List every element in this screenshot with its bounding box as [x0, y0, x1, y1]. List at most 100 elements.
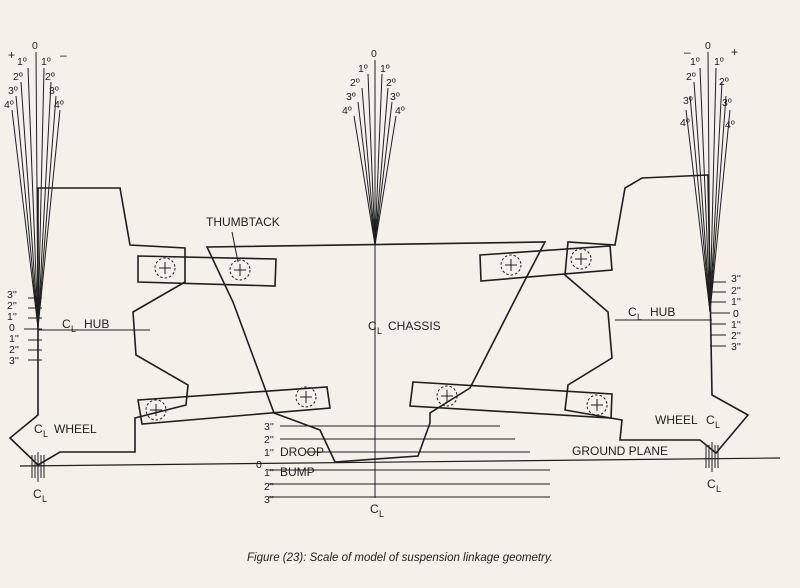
right-hub-up-2: 2'' [731, 285, 741, 297]
center-camber-r3: 3º [390, 91, 400, 103]
travel-zero: 0 [256, 459, 262, 471]
svg-text:C: C [707, 477, 716, 491]
left-hub-dn-2: 2'' [9, 344, 19, 356]
right-camber-r3: 3º [722, 97, 732, 109]
svg-text:HUB: HUB [650, 305, 675, 319]
ground-plane-line [19, 457, 781, 467]
pivot-right-upper-outer [570, 248, 592, 270]
left-hub-label: C L HUB [62, 317, 109, 334]
svg-text:L: L [637, 312, 642, 322]
right-hub-dn-1: 1'' [731, 319, 741, 331]
left-upper-link [137, 255, 277, 287]
left-lower-link [137, 386, 331, 425]
bump-2: 2'' [264, 481, 274, 493]
left-camber-fan [11, 51, 61, 329]
svg-text:L: L [42, 494, 47, 504]
left-hub-up-1: 1'' [7, 311, 17, 323]
svg-text:C: C [33, 487, 42, 501]
thumbtack-leader [231, 231, 239, 263]
center-camber-l2: 2º [350, 77, 360, 89]
left-camber-plus: + [8, 48, 15, 62]
right-hub-up-1: 1'' [731, 296, 741, 308]
left-wheel-center-ticks [31, 452, 45, 482]
right-camber-l2: 2º [686, 71, 696, 83]
pivot-left-upper-inner [229, 259, 251, 281]
left-wheel-label: C L WHEEL [34, 422, 97, 439]
bump-1: 1'' [264, 467, 274, 479]
right-camber-r1: 1º [714, 56, 724, 68]
left-camber-neg-1: 1º [17, 56, 27, 68]
svg-text:L: L [379, 509, 384, 519]
svg-text:C: C [370, 502, 379, 516]
center-camber-fan [353, 60, 397, 246]
right-hub-zero: 0 [733, 308, 739, 320]
bottom-cl-label: C L [370, 502, 384, 519]
droop-3: 3'' [264, 421, 274, 433]
right-lower-link [409, 381, 613, 419]
right-camber-plus: + [731, 45, 738, 59]
right-hub-dn-2: 2'' [731, 330, 741, 342]
center-camber-l3: 3º [346, 91, 356, 103]
chassis-cl-label: C L CHASSIS [368, 319, 441, 336]
chassis-label: CHASSIS [388, 319, 441, 333]
left-camber-pos-1: 1º [41, 56, 51, 68]
right-hub-up-3: 3'' [731, 273, 741, 285]
svg-text:C: C [62, 317, 71, 331]
left-camber-neg-4: 4º [4, 99, 14, 111]
right-camber-l4: 4º [680, 117, 690, 129]
center-camber-l1: 1º [358, 63, 368, 75]
left-camber-pos-2: 2º [45, 71, 55, 83]
left-camber-zero: 0 [32, 40, 38, 52]
svg-text:C: C [628, 305, 637, 319]
bump-3: 3'' [264, 494, 274, 506]
droop-label: DROOP [280, 445, 324, 459]
right-upper-link [479, 245, 613, 282]
right-wheel-hub-model [564, 174, 750, 455]
svg-text:WHEEL: WHEEL [655, 413, 698, 427]
left-hub-up-3: 3'' [7, 289, 17, 301]
svg-text:C: C [706, 413, 715, 427]
droop-2: 2'' [264, 434, 274, 446]
svg-text:L: L [71, 324, 76, 334]
svg-text:C: C [368, 319, 377, 333]
center-camber-r4: 4º [395, 105, 405, 117]
svg-text:L: L [377, 326, 382, 336]
left-hub-dn-1: 1'' [9, 333, 19, 345]
pivot-right-upper-inner [500, 254, 522, 276]
left-hub-up-2: 2'' [7, 300, 17, 312]
right-wheel-label: WHEEL C L [655, 413, 720, 430]
center-camber-r1: 1º [380, 63, 390, 75]
right-camber-fan [685, 51, 731, 313]
right-camber-zero: 0 [705, 40, 711, 52]
pivot-left-lower-outer [145, 399, 167, 421]
svg-text:HUB: HUB [84, 317, 109, 331]
figure-caption: Figure (23): Scale of model of suspensio… [247, 552, 553, 564]
pivot-right-lower-inner [436, 385, 458, 407]
right-hub-scale-lines [710, 281, 730, 347]
center-camber-zero: 0 [371, 48, 377, 60]
pivot-left-upper-outer [154, 257, 176, 279]
center-camber-l4: 4º [342, 105, 352, 117]
svg-text:L: L [715, 420, 720, 430]
left-camber-neg-3: 3º [8, 85, 18, 97]
travel-scale-lines [268, 425, 550, 498]
svg-text:L: L [716, 484, 721, 494]
right-hub-dn-3: 3'' [731, 341, 741, 353]
left-wheel-bottom-cl: C L [33, 487, 47, 504]
right-camber-r4: 4º [725, 119, 735, 131]
right-wheel-bottom-cl: C L [707, 477, 721, 494]
right-camber-l1: 1º [690, 56, 700, 68]
chassis-model [205, 241, 547, 463]
svg-text:L: L [43, 429, 48, 439]
right-camber-minus: – [684, 45, 691, 59]
left-camber-minus: – [60, 48, 67, 62]
pivot-left-lower-inner [295, 386, 317, 408]
droop-1: 1'' [264, 447, 274, 459]
svg-text:WHEEL: WHEEL [54, 422, 97, 436]
left-wheel-hub-model [8, 187, 189, 466]
left-hub-dn-3: 3'' [9, 355, 19, 367]
pivot-right-lower-outer [586, 394, 608, 416]
left-camber-pos-3: 3º [49, 85, 59, 97]
